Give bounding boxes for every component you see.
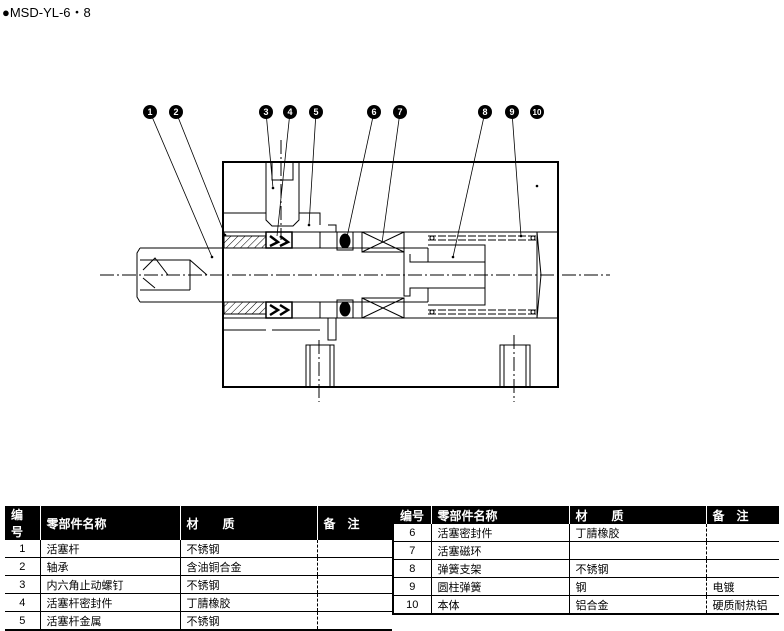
cell-mat: 丁腈橡胶 <box>569 524 707 542</box>
cell-name: 活塞密封件 <box>431 524 570 542</box>
cell-name: 弹簧支架 <box>431 559 570 578</box>
cell-name: 活塞磁环 <box>431 541 570 560</box>
callout-3: 3 <box>259 105 273 119</box>
cell-mat <box>569 541 707 560</box>
callout-10: 10 <box>530 105 544 119</box>
cell-num: 6 <box>393 524 432 542</box>
header-note: 备 注 <box>317 506 393 540</box>
cell-name: 活塞杆密封件 <box>40 593 181 612</box>
svg-text:10: 10 <box>533 108 542 117</box>
svg-text:8: 8 <box>482 107 487 117</box>
header-note: 备 注 <box>706 506 780 524</box>
cell-mat: 不锈钢 <box>569 559 707 578</box>
cell-mat: 不锈钢 <box>180 611 318 631</box>
callout-8: 8 <box>478 105 492 119</box>
cell-num: 7 <box>393 541 432 560</box>
callout-9: 9 <box>505 105 519 119</box>
cell-mat: 铝合金 <box>569 595 707 615</box>
cell-num: 9 <box>393 577 432 596</box>
cell-note: 电镀 <box>706 577 779 596</box>
cell-num: 2 <box>5 557 41 576</box>
cell-name: 圆柱弹簧 <box>431 577 570 596</box>
header-num: 编号 <box>393 506 432 524</box>
callout-1: 1 <box>143 105 157 119</box>
cell-note <box>317 593 392 612</box>
port-right <box>499 344 531 387</box>
svg-text:1: 1 <box>147 107 152 117</box>
header-name: 零部件名称 <box>431 506 570 524</box>
callout-7: 7 <box>393 105 407 119</box>
header-name: 零部件名称 <box>40 506 181 540</box>
cell-mat: 含油铜合金 <box>180 557 318 576</box>
header-material: 材 质 <box>569 506 707 524</box>
cell-note <box>706 541 779 560</box>
cell-mat: 丁腈橡胶 <box>180 593 318 612</box>
header-material: 材 质 <box>180 506 318 540</box>
cell-mat: 钢 <box>569 577 707 596</box>
svg-text:5: 5 <box>313 107 318 117</box>
svg-text:3: 3 <box>263 107 268 117</box>
cell-note <box>317 557 392 576</box>
cell-note <box>706 524 779 542</box>
port-left <box>305 344 335 387</box>
cell-name: 活塞杆金属 <box>40 611 181 631</box>
cell-name: 本体 <box>431 595 570 615</box>
cell-num: 1 <box>5 540 41 558</box>
svg-text:2: 2 <box>173 107 178 117</box>
callout-5: 5 <box>309 105 323 119</box>
cell-name: 活塞杆 <box>40 540 181 558</box>
cell-mat: 不锈钢 <box>180 575 318 594</box>
cylinder-section-drawing: 1 2 3 4 5 6 7 8 9 10 <box>100 105 610 402</box>
cell-note: 硬质耐热铝 <box>706 595 779 615</box>
cell-num: 3 <box>5 575 41 594</box>
bearing <box>223 235 267 249</box>
cell-note <box>317 575 392 594</box>
spring <box>428 235 537 315</box>
svg-text:6: 6 <box>371 107 376 117</box>
cell-num: 5 <box>5 611 41 631</box>
cell-num: 8 <box>393 559 432 578</box>
svg-text:4: 4 <box>287 107 292 117</box>
svg-text:9: 9 <box>509 107 514 117</box>
header-num: 编号 <box>5 506 41 540</box>
cell-mat: 不锈钢 <box>180 540 318 558</box>
cell-num: 10 <box>393 595 432 615</box>
cell-name: 轴承 <box>40 557 181 576</box>
svg-text:7: 7 <box>397 107 402 117</box>
model-title: ●MSD-YL-6・8 <box>2 5 91 20</box>
callout-2: 2 <box>169 105 183 119</box>
callout-4: 4 <box>283 105 297 119</box>
cell-name: 内六角止动螺钉 <box>40 575 181 594</box>
cell-note <box>706 559 779 578</box>
cell-note <box>317 611 392 631</box>
cell-note <box>317 540 392 558</box>
cell-num: 4 <box>5 593 41 612</box>
callout-6: 6 <box>367 105 381 119</box>
